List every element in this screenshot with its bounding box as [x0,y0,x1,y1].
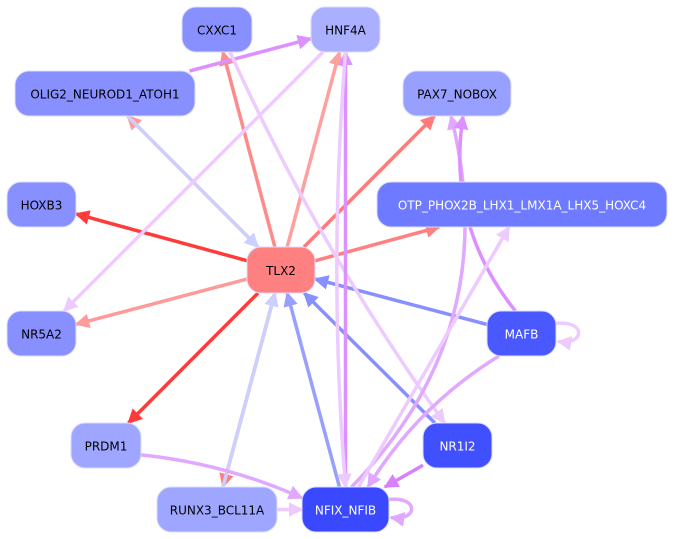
edge-nr1i2-to-nfix_nfib [383,463,424,489]
node-label: HOXB3 [21,199,63,213]
edge-nfix_nfib-to-otp_phox2b_lhx1_lmx1a_lhx5_hoxc4 [357,225,511,488]
node-pax7-nobox[interactable]: PAX7_NOBOX [402,70,512,117]
node-otp-phox2b-lhx1-lmx1a-lhx5-hoxc4[interactable]: OTP_PHOX2B_LHX1_LMX1A_LHX5_HOXC4 [376,181,668,228]
edge-mafb-to-nfix_nfib [366,354,500,489]
node-label: PRDM1 [85,440,128,454]
node-box[interactable] [181,6,253,53]
edge-tlx2-to-cxxc1 [219,50,277,248]
edge-cxxc1-to-nr1i2 [228,51,446,425]
node-box[interactable] [402,70,512,117]
edge-olig2_neurod1_atoh1-to-hnf4a [189,34,313,73]
node-box[interactable] [70,422,142,469]
edges-layer [62,34,581,527]
node-tlx2[interactable]: TLX2 [246,246,316,294]
edge-mafb-to-mafb [554,321,581,351]
node-box[interactable] [14,70,196,117]
node-label: OLIG2_NEUROD1_ATOH1 [30,88,179,102]
edge-hnf4a-to-nfix_nfib [335,51,352,489]
node-box[interactable] [156,486,278,533]
nodes-layer: TLX2 CXXC1 HNF4A OLIG2_NEUROD1_ATOH1 PAX7_NO… [6,6,668,533]
edge-tlx2-to-pax7_nobox [302,114,436,249]
node-box[interactable] [246,246,316,294]
node-box[interactable] [6,310,77,357]
node-label: CXXC1 [197,24,237,38]
node-label: HNF4A [325,24,367,38]
node-hoxb3[interactable]: HOXB3 [6,181,77,228]
node-box[interactable] [310,6,381,53]
edge-runx3_bcl11a-to-tlx2 [221,291,279,488]
node-box[interactable] [6,181,77,228]
node-label: NFIX_NFIB [315,504,376,518]
edge-tlx2-to-nr5a2 [74,277,248,329]
node-mafb[interactable]: MAFB [486,310,557,357]
node-box[interactable] [486,310,557,357]
edge-prdm1-to-nfix_nfib [140,453,304,500]
node-box[interactable] [422,422,493,469]
edge-nfix_nfib-to-tlx2 [283,291,342,488]
node-label: NR1I2 [439,440,475,454]
node-box[interactable] [376,181,668,228]
edge-nfix_nfib-to-nfix_nfib [387,497,414,527]
node-hnf4a[interactable]: HNF4A [310,6,381,53]
edge-nr1i2-to-tlx2 [302,291,437,425]
edge-hnf4a-to-nr5a2 [62,50,325,313]
node-label: PAX7_NOBOX [417,88,497,102]
node-prdm1[interactable]: PRDM1 [70,422,142,469]
node-nr1i2[interactable]: NR1I2 [422,422,493,469]
node-nr5a2[interactable]: NR5A2 [6,310,77,357]
node-box[interactable] [301,486,390,533]
node-olig2-neurod1-atoh1[interactable]: OLIG2_NEUROD1_ATOH1 [14,70,196,117]
node-cxxc1[interactable]: CXXC1 [181,6,253,53]
node-label: TLX2 [265,264,296,278]
node-label: NR5A2 [21,328,62,342]
node-label: OTP_PHOX2B_LHX1_LMX1A_LHX5_HOXC4 [398,199,646,213]
edge-tlx2-to-hoxb3 [74,210,248,263]
edge-tlx2-to-prdm1 [127,291,260,425]
node-label: MAFB [505,328,539,342]
edge-tlx2-to-hnf4a [285,50,344,248]
node-label: RUNX3_BCL11A [170,504,265,518]
node-runx3-bcl11a[interactable]: RUNX3_BCL11A [156,486,278,533]
node-nfix-nfib[interactable]: NFIX_NFIB [301,486,390,533]
